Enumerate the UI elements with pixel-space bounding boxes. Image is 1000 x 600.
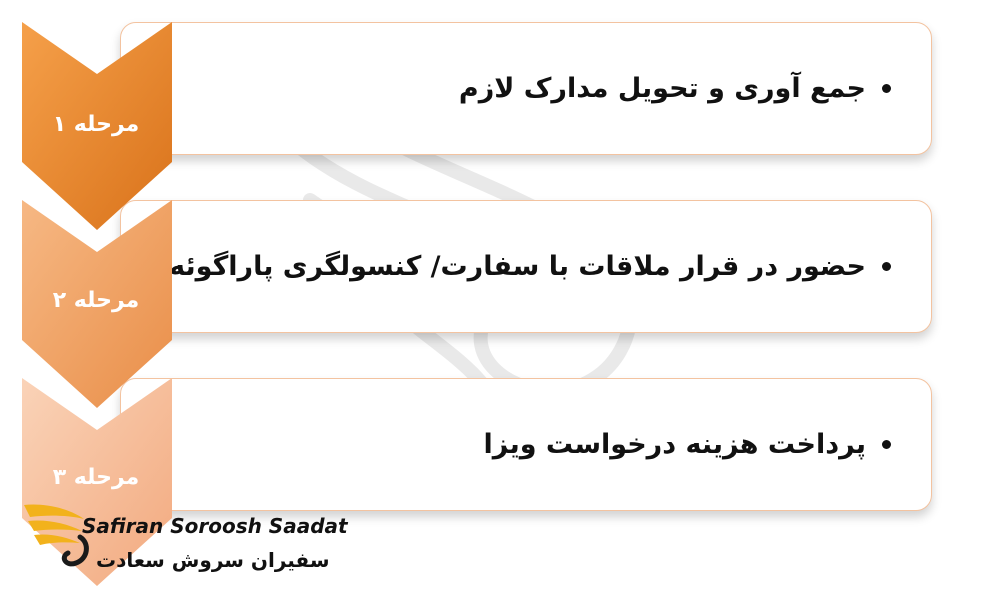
stage-2-label: مرحله ۲ [52,288,140,313]
stage-3-chevron [22,378,172,586]
bullet-icon [882,440,891,449]
stage-1-label: مرحله ۱ [52,112,140,137]
step-1-text: جمع آوری و تحویل مدارک لازم [458,73,866,104]
step-2-box: حضور در قرار ملاقات با سفارت/ کنسولگری پ… [120,200,932,333]
step-3-box: پرداخت هزینه درخواست ویزا [120,378,932,511]
step-3-text: پرداخت هزینه درخواست ویزا [483,429,866,460]
wing-icon [24,504,89,567]
stage-1-chevron [22,22,172,230]
brand-name-fa: سفیران سروش سعادت [96,548,330,572]
stage-2-chevron [22,200,172,408]
stage-3-label: مرحله ۳ [52,465,140,490]
step-1-box: جمع آوری و تحویل مدارک لازم [120,22,932,155]
brand-logo [24,504,89,567]
step-1-text-row: جمع آوری و تحویل مدارک لازم [459,23,891,154]
step-2-text-row: حضور در قرار ملاقات با سفارت/ کنسولگری پ… [169,201,891,332]
bullet-icon [882,262,891,271]
step-2-text: حضور در قرار ملاقات با سفارت/ کنسولگری پ… [169,251,866,282]
brand-name-latin: Safiran Soroosh Saadat [82,514,348,538]
bullet-icon [882,84,891,93]
step-3-text-row: پرداخت هزینه درخواست ویزا [484,379,891,510]
